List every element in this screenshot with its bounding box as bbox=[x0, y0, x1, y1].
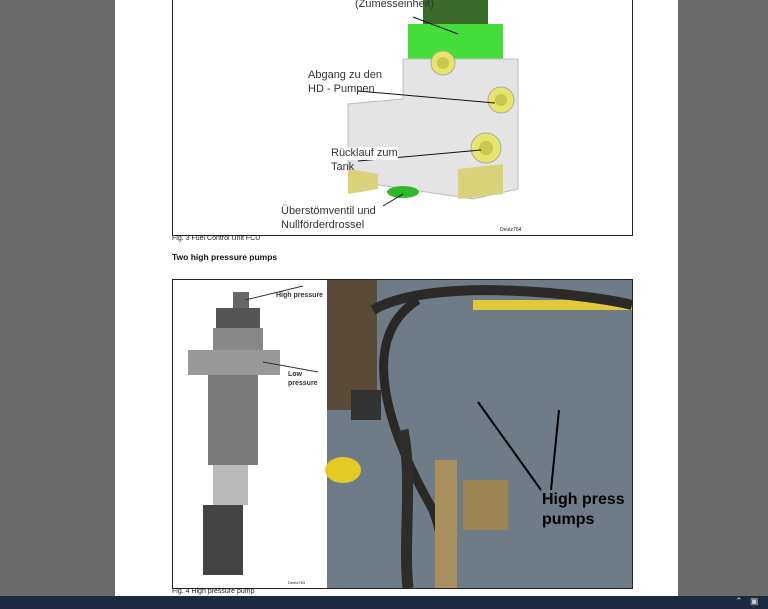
label-abgang: Abgang zu den bbox=[308, 69, 383, 81]
label-zumesseinheit: (Zumesseinheit) bbox=[355, 0, 434, 10]
label-ueberstroem-2: Nullförderdrossel bbox=[281, 219, 365, 231]
label-high-press-pumps: High press bbox=[542, 491, 625, 508]
figure-code: Deutz763 bbox=[288, 580, 306, 585]
label-ruecklauf: Rücklauf zum bbox=[331, 147, 398, 160]
label-high-pressure: High pressure bbox=[276, 292, 324, 299]
fcu-drawing bbox=[347, 0, 519, 207]
figure-code: Deutz764 bbox=[500, 227, 522, 233]
section-heading: Two high pressure pumps bbox=[172, 252, 278, 262]
label-high-press-pumps-2: pumps bbox=[542, 511, 595, 528]
taskbar: ⌃ ▣ bbox=[0, 596, 768, 609]
label-low-pressure: Low bbox=[288, 371, 302, 378]
figure-3-image: (Zumesseinheit) Abgang zu den HD - Pumpe… bbox=[172, 0, 633, 236]
label-ueberstroem: Überstömventil und bbox=[281, 205, 376, 217]
label-ruecklauf-2: Tank bbox=[331, 161, 355, 173]
figure-4-caption: Fig. 4 High pressure pump bbox=[172, 588, 255, 595]
chevron-up-icon[interactable]: ⌃ bbox=[735, 596, 743, 606]
document-page: (Zumesseinheit) Abgang zu den HD - Pumpe… bbox=[115, 0, 678, 596]
pump-drawings bbox=[173, 280, 632, 588]
figure-4-image: High pressure Low pressure High press pu… bbox=[172, 279, 633, 589]
figure-3-caption: Fig. 3 Fuel Control Unit FCU bbox=[172, 235, 261, 242]
network-icon[interactable]: ▣ bbox=[750, 596, 759, 606]
label-low-pressure-2: pressure bbox=[288, 380, 318, 387]
label-abgang-2: HD - Pumpen bbox=[308, 83, 375, 95]
